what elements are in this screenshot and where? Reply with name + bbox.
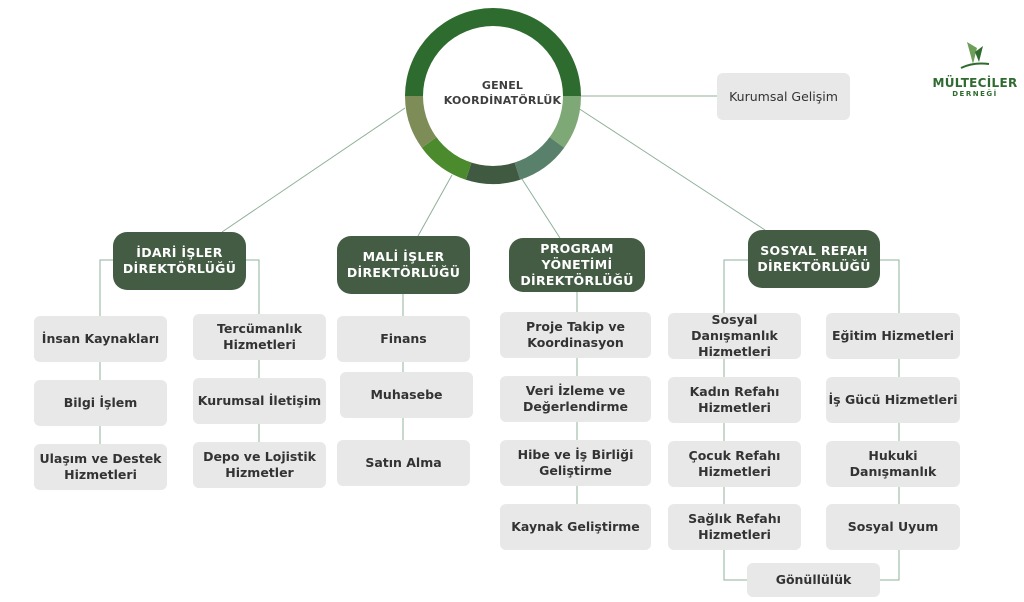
connector-center-program (519, 175, 561, 239)
unit-depo-lojistik[interactable]: Depo ve Lojistik Hizmetler (193, 442, 326, 488)
logo-title: MÜLTECİLER (932, 76, 1018, 90)
unit-kaynak-gelistirme[interactable]: Kaynak Geliştirme (500, 504, 651, 550)
connector-idari-left (99, 259, 113, 316)
logo-subtitle: DERNEĞİ (952, 90, 998, 98)
unit-cocuk-refahi[interactable]: Çocuk Refahı Hizmetleri (668, 441, 801, 487)
unit-hukuki-danismanlik[interactable]: Hukuki Danışmanlık (826, 441, 960, 487)
unit-egitim[interactable]: Eğitim Hizmetleri (826, 313, 960, 359)
center-node-label: GENEL KOORDİNATÖRLÜK (443, 79, 562, 107)
unit-kadin-refahi[interactable]: Kadın Refahı Hizmetleri (668, 377, 801, 423)
unit-bilgi-islem[interactable]: Bilgi İşlem (34, 380, 167, 426)
unit-gonulluluk[interactable]: Gönüllülük (747, 563, 880, 597)
logo: MÜLTECİLER DERNEĞİ (930, 38, 1020, 98)
unit-saglik-refahi[interactable]: Sağlık Refahı Hizmetleri (668, 504, 801, 550)
unit-is-gucu[interactable]: İş Gücü Hizmetleri (826, 377, 960, 423)
unit-tercumanlik[interactable]: Tercümanlık Hizmetleri (193, 314, 326, 360)
unit-finans[interactable]: Finans (337, 316, 470, 362)
connector-center-sosyal (577, 107, 766, 231)
unit-satin-alma[interactable]: Satın Alma (337, 440, 470, 486)
unit-sosyal-danismanlik[interactable]: Sosyal Danışmanlık Hizmetleri (668, 312, 801, 359)
connector-idari-right (246, 259, 260, 314)
unit-ulasim-destek[interactable]: Ulaşım ve Destek Hizmetleri (34, 444, 167, 490)
unit-insan-kaynaklari[interactable]: İnsan Kaynakları (34, 316, 167, 362)
unit-sosyal-uyum[interactable]: Sosyal Uyum (826, 504, 960, 550)
connector-center-idari (221, 107, 406, 233)
unit-kurumsal-gelisim[interactable]: Kurumsal Gelişim (717, 73, 850, 120)
unit-kurumsal-iletisim[interactable]: Kurumsal İletişim (193, 378, 326, 424)
unit-hibe-isbirligi[interactable]: Hibe ve İş Birliği Geliştirme (500, 440, 651, 486)
connector-center-mali (417, 174, 453, 237)
crane-bird-icon (960, 42, 990, 69)
unit-proje-takip[interactable]: Proje Takip ve Koordinasyon (500, 312, 651, 358)
unit-muhasebe[interactable]: Muhasebe (340, 372, 473, 418)
unit-veri-izleme[interactable]: Veri İzleme ve Değerlendirme (500, 376, 651, 422)
